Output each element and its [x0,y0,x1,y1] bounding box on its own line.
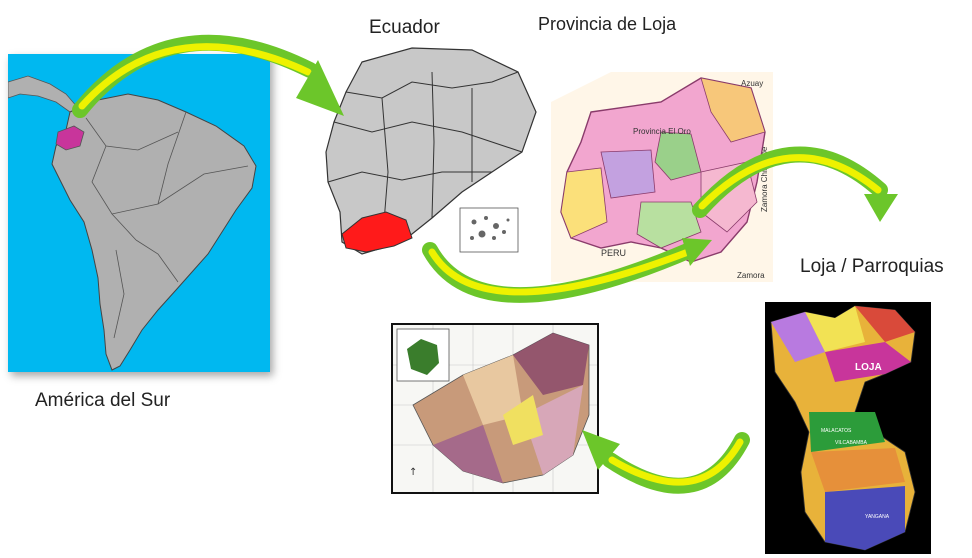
canton-saraguro [700,77,766,143]
label-peru: PERU [601,248,626,258]
north-arrow-icon: ↑ [409,467,417,478]
canton-paltas [600,149,656,199]
loja-topographic-map: ↑ [391,323,599,494]
ecuador-highlight [55,125,85,151]
canton-zapotillo [560,167,608,239]
label-malacatos: MALACATOS [821,428,852,434]
label-azuay: Azuay [741,79,763,88]
ecuador-mainland [325,47,537,255]
loja-province-map: Azuay Provincia El Oro PERU Zamora Zamor… [551,72,773,282]
label-yangana: YANGANA [865,514,890,520]
loja-parishes-map: LOJA MALACATOS VILCABAMBA YANGANA [765,302,931,554]
label-provincia-el-oro: Provincia El Oro [633,127,691,136]
loja-province-highlight [341,211,413,253]
south-america-continent [51,93,257,371]
locator-inset [396,328,450,382]
ecuador-map [322,42,538,264]
arrow-parishes-to-topographic [582,430,750,494]
label-vilcabamba: VILCABAMBA [835,440,868,446]
south-america-map [8,54,270,372]
parish-loja-area [825,342,911,382]
caption-ecuador: Ecuador [369,17,440,38]
label-loja-city: LOJA [855,362,882,373]
galapagos-islands [459,207,519,253]
caption-south-america: América del Sur [35,390,171,411]
label-zamora-chinchipe: Zamora Chinchipe [760,146,769,212]
caption-loja-province: Provincia de Loja [538,14,677,34]
canton-calvas [636,201,702,249]
canton-catamayo [654,131,702,181]
label-zamora: Zamora [737,271,765,280]
caption-loja-parishes: Loja / Parroquias [800,256,944,277]
